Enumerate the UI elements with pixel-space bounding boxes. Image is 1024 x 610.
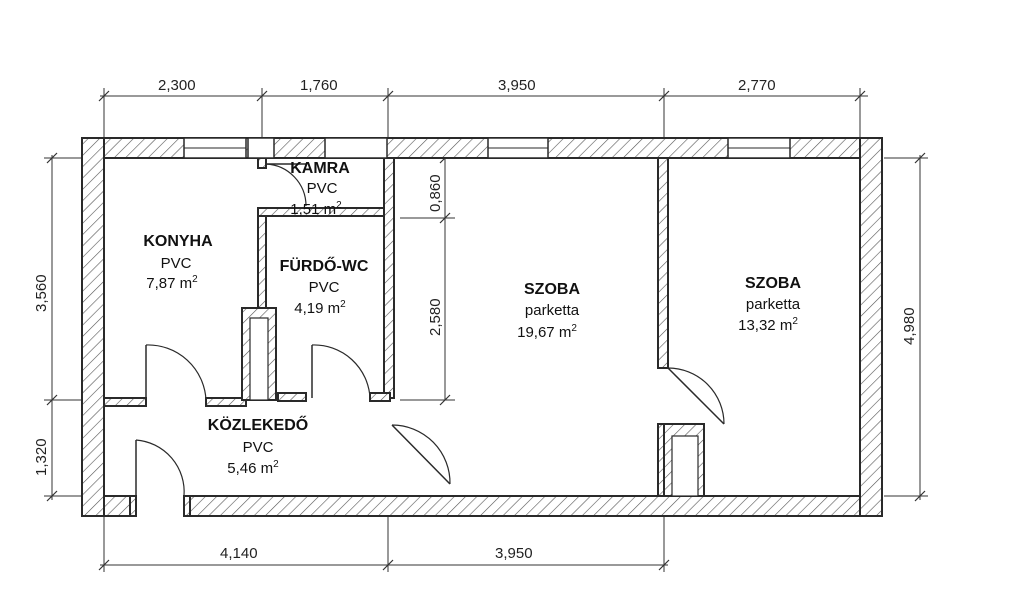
dimension-left: 3,560 1,320 [33, 152, 92, 502]
room-kamra-area: 1,51 m2 [290, 200, 342, 218]
room-furdo: FÜRDŐ-WC PVC 4,19 m2 [280, 256, 369, 317]
dim-top-1: 2,300 [158, 77, 196, 94]
room-szoba-1-name: SZOBA [524, 281, 580, 298]
room-konyha-floor: PVC [161, 255, 192, 272]
dim-top-3: 3,950 [498, 77, 536, 94]
room-szoba-1-area: 19,67 m2 [517, 323, 577, 341]
room-szoba-1-floor: parketta [525, 302, 580, 319]
room-furdo-area: 4,19 m2 [294, 299, 346, 317]
room-kamra-name: KAMRA [290, 160, 350, 177]
room-kamra: KAMRA PVC 1,51 m2 [290, 160, 350, 218]
windows [183, 137, 791, 159]
dim-left-1: 3,560 [33, 274, 50, 312]
dim-left-2: 1,320 [33, 438, 50, 476]
dim-top-2: 1,760 [300, 77, 338, 94]
room-szoba-2-name: SZOBA [745, 275, 801, 292]
dim-bottom-1: 4,140 [220, 545, 258, 562]
dimension-bottom: 4,140 3,950 [98, 505, 670, 572]
dimension-right: 4,980 [884, 152, 928, 502]
room-szoba-2-area: 13,32 m2 [738, 316, 798, 334]
dim-right: 4,980 [901, 307, 918, 345]
room-konyha: KONYHA PVC 7,87 m2 [143, 233, 213, 292]
dimension-top: 2,300 1,760 3,950 2,770 [98, 77, 868, 150]
room-kozlekedo-area: 5,46 m2 [227, 459, 279, 477]
room-kozlekedo-floor: PVC [243, 439, 274, 456]
room-konyha-name: KONYHA [143, 233, 213, 250]
room-konyha-area: 7,87 m2 [146, 274, 198, 292]
room-kozlekedo: KÖZLEKEDŐ PVC 5,46 m2 [208, 415, 308, 477]
dim-inner-top: 0,860 [427, 174, 444, 212]
room-furdo-floor: PVC [309, 279, 340, 296]
doors [135, 163, 725, 497]
room-szoba-2-floor: parketta [746, 296, 801, 313]
room-szoba-2: SZOBA parketta 13,32 m2 [738, 275, 801, 334]
room-kozlekedo-name: KÖZLEKEDŐ [208, 415, 308, 434]
dimension-inner: 0,860 2,580 [400, 152, 455, 406]
dim-inner: 2,580 [427, 298, 444, 336]
dim-top-4: 2,770 [738, 77, 776, 94]
room-szoba-1: SZOBA parketta 19,67 m2 [517, 281, 580, 341]
dim-bottom-2: 3,950 [495, 545, 533, 562]
room-furdo-name: FÜRDŐ-WC [280, 256, 369, 275]
room-kamra-floor: PVC [307, 180, 338, 197]
